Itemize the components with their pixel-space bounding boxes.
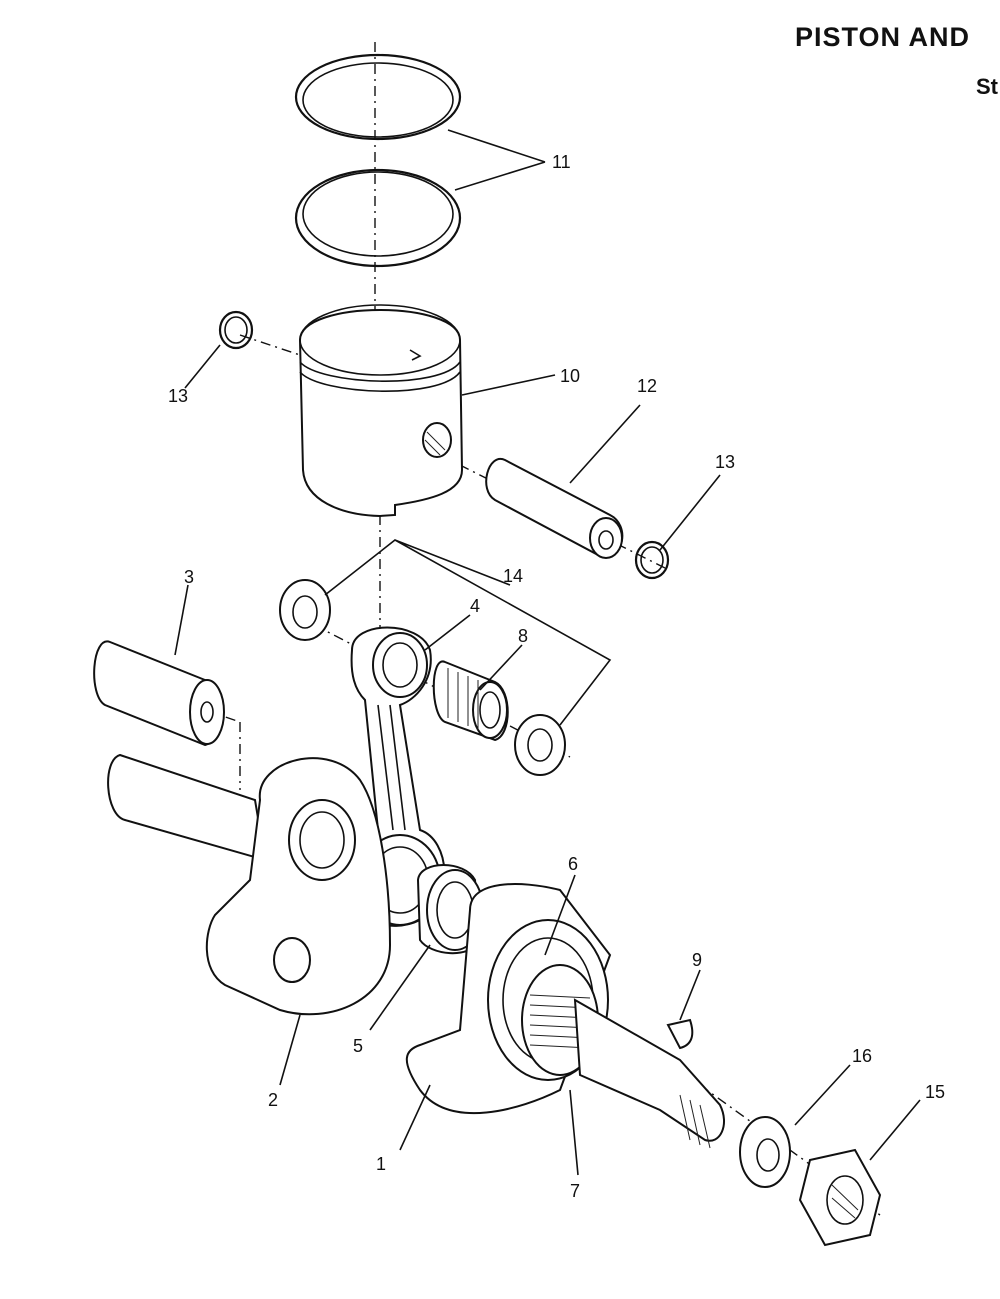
- callout-3: 3: [184, 567, 194, 587]
- thrust-washer-lower: [514, 714, 566, 776]
- crankshaft-left-half: [107, 753, 392, 1016]
- callout-5: 5: [353, 1036, 363, 1056]
- diagram-title: PISTON AND: [795, 22, 971, 52]
- piston-ring-upper: [294, 53, 462, 141]
- callout-13-right: 13: [715, 452, 735, 472]
- callout-14: 14: [503, 566, 523, 586]
- crank-pin: [93, 640, 225, 747]
- callout-15: 15: [925, 1082, 945, 1102]
- circlip-left: [218, 310, 254, 350]
- callout-10: 10: [560, 366, 580, 386]
- callout-4: 4: [470, 596, 480, 616]
- lock-washer: [739, 1116, 791, 1188]
- callout-6: 6: [568, 854, 578, 874]
- output-shaft: [573, 998, 725, 1149]
- callout-1: 1: [376, 1154, 386, 1174]
- needle-bearing: [432, 660, 509, 742]
- diagram-subtitle: St: [976, 74, 998, 99]
- callout-13-left: 13: [168, 386, 188, 406]
- nut: [798, 1148, 882, 1247]
- leader-lines: [174, 129, 921, 1176]
- circlip-right: [634, 540, 670, 580]
- callout-16: 16: [852, 1046, 872, 1066]
- woodruff-key: [666, 1018, 694, 1050]
- callout-11: 11: [552, 152, 571, 172]
- callout-9: 9: [692, 950, 702, 970]
- wrist-pin: [485, 457, 624, 559]
- callout-labels: 11 10 13 12 13 3 14 4 8 6 9 5 16 15 2 1 …: [168, 152, 945, 1201]
- callout-8: 8: [518, 626, 528, 646]
- piston-ring-lower: [294, 168, 462, 268]
- piston: [298, 304, 464, 518]
- callout-7: 7: [570, 1181, 580, 1201]
- callout-2: 2: [268, 1090, 278, 1110]
- callout-12: 12: [637, 376, 657, 396]
- thrust-washer-upper: [279, 579, 331, 641]
